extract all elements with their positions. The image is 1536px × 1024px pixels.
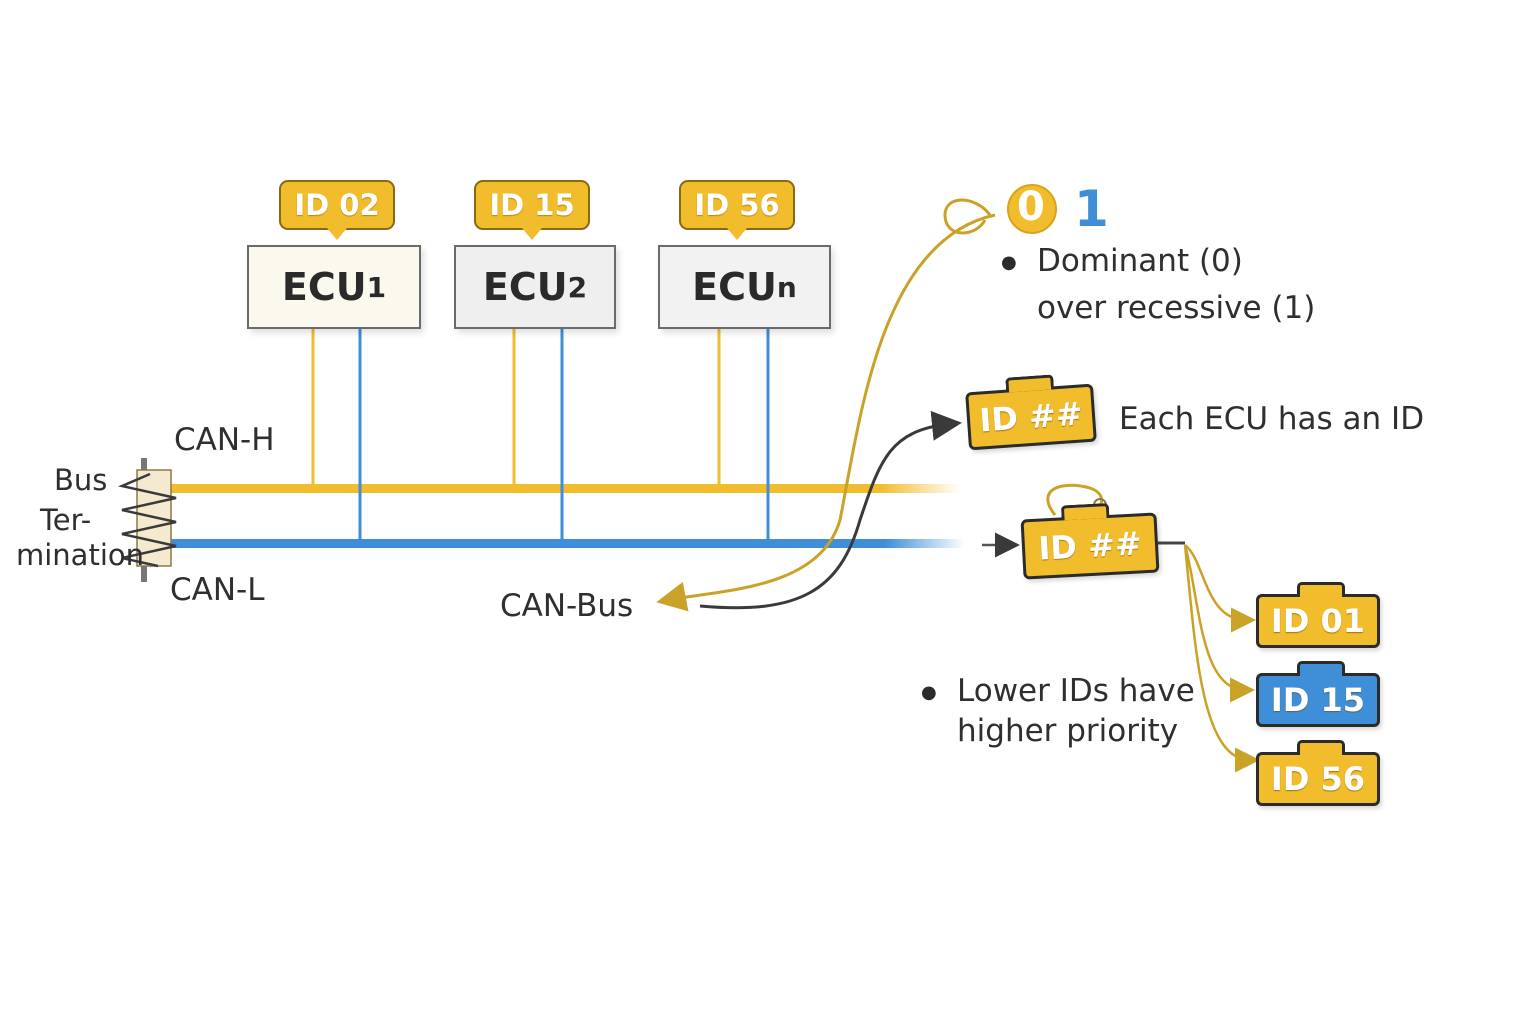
termination-label-2: Ter-	[40, 503, 92, 537]
bit-zero-circle	[1007, 184, 1057, 234]
bit-loop	[943, 198, 992, 235]
can-h-label: CAN-H	[174, 422, 275, 458]
dominant-line-2: over recessive (1)	[1037, 290, 1316, 326]
termination-resistor	[117, 458, 177, 582]
dominant-line-1: Dominant (0)	[1037, 243, 1243, 279]
bit-one: 1	[1074, 180, 1109, 238]
ecu-n-id-callout: ID 56	[679, 180, 795, 240]
can-l-line	[165, 539, 965, 548]
dark-arrow	[699, 410, 962, 610]
ecu-n-name: ECU	[692, 265, 777, 309]
ecu-1-id-callout: ID 02	[279, 180, 395, 240]
priority-tag-3: ID 56	[1256, 740, 1380, 806]
each-ecu-note: Each ECU has an ID	[1119, 401, 1425, 437]
ecu-2-sub: 2	[567, 270, 588, 304]
termination-label-3: mination	[16, 538, 145, 572]
gold-arrow	[656, 213, 996, 612]
priority-branches	[1183, 544, 1260, 773]
frame-id-tag: ID ##	[1020, 512, 1160, 580]
can-l-label: CAN-L	[170, 572, 265, 608]
ecu-1-sub: 1	[366, 270, 387, 304]
priority-note: Lower IDs have	[921, 673, 1195, 709]
generic-id-tag: ID ##	[965, 383, 1097, 451]
priority-tag-2: ID 15	[1256, 661, 1380, 727]
ecu-2-name: ECU	[482, 265, 568, 309]
ecu-2-id-callout: ID 15	[474, 180, 590, 240]
ecu-drops	[311, 329, 770, 541]
ecu-n-sub: n	[776, 270, 797, 304]
can-bus-label: CAN-Bus	[500, 588, 634, 624]
priority-line-1: Lower IDs have	[957, 673, 1195, 709]
bit-zero: 0	[1017, 184, 1045, 230]
priority-tag-1: ID 01	[1256, 582, 1380, 648]
dominant-note: Dominant (0)	[1001, 243, 1243, 279]
priority-line-2: higher priority	[957, 713, 1179, 749]
ecu-1-name: ECU	[281, 265, 367, 309]
termination-label-1: Bus	[54, 463, 108, 497]
